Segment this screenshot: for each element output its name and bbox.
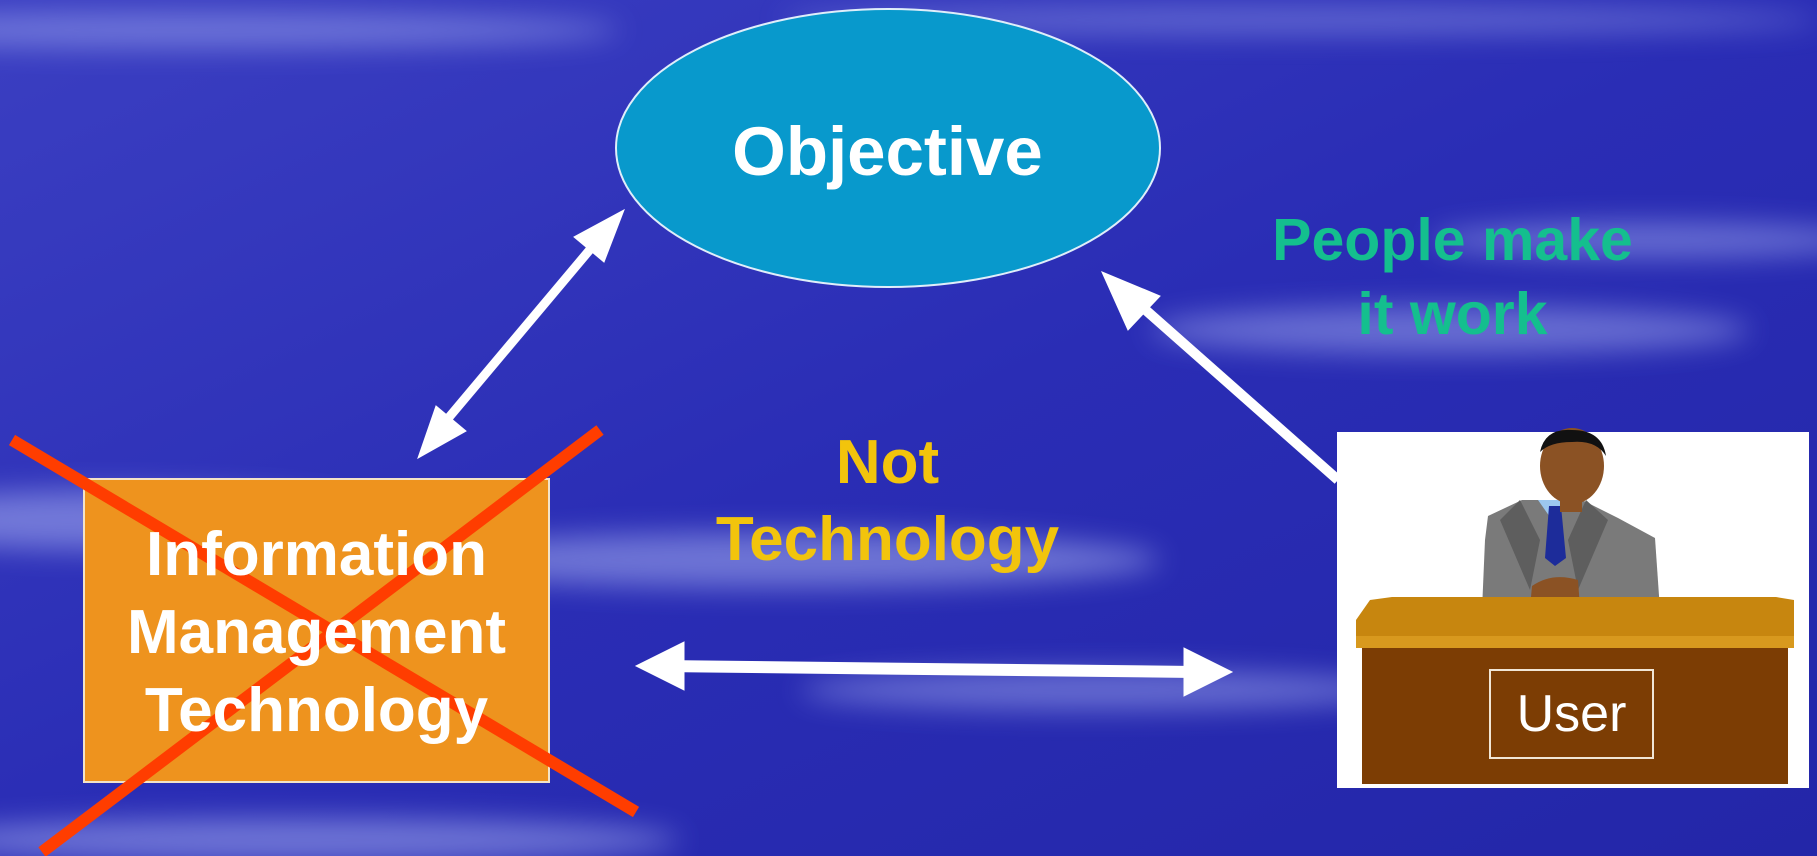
not-technology-line-2: Technology <box>715 505 1060 574</box>
imt-label: Information Management Technology <box>84 516 549 756</box>
people-line-2: it work <box>1357 281 1548 347</box>
imt-label-line-3: Technology <box>144 676 489 745</box>
cross-out-mark <box>8 425 640 856</box>
user-nameplate <box>1489 669 1654 759</box>
imt-label-line-1: Information <box>146 520 487 589</box>
arrow-imt-user <box>634 641 1234 697</box>
not-technology-label: Not Technology <box>680 424 1095 578</box>
user-label: User <box>1516 685 1627 743</box>
arrow-user-objective <box>1101 271 1342 484</box>
not-technology-line-1: Not <box>835 428 940 497</box>
people-line-1: People make <box>1272 207 1633 273</box>
arrow-objective-imt <box>417 208 625 460</box>
objective-label: Objective <box>732 113 1043 190</box>
objective-oval <box>615 8 1161 288</box>
user-illustration <box>1337 428 1809 788</box>
imt-label-line-2: Management <box>127 598 506 667</box>
people-make-it-work-label: People make it work <box>1230 203 1675 351</box>
